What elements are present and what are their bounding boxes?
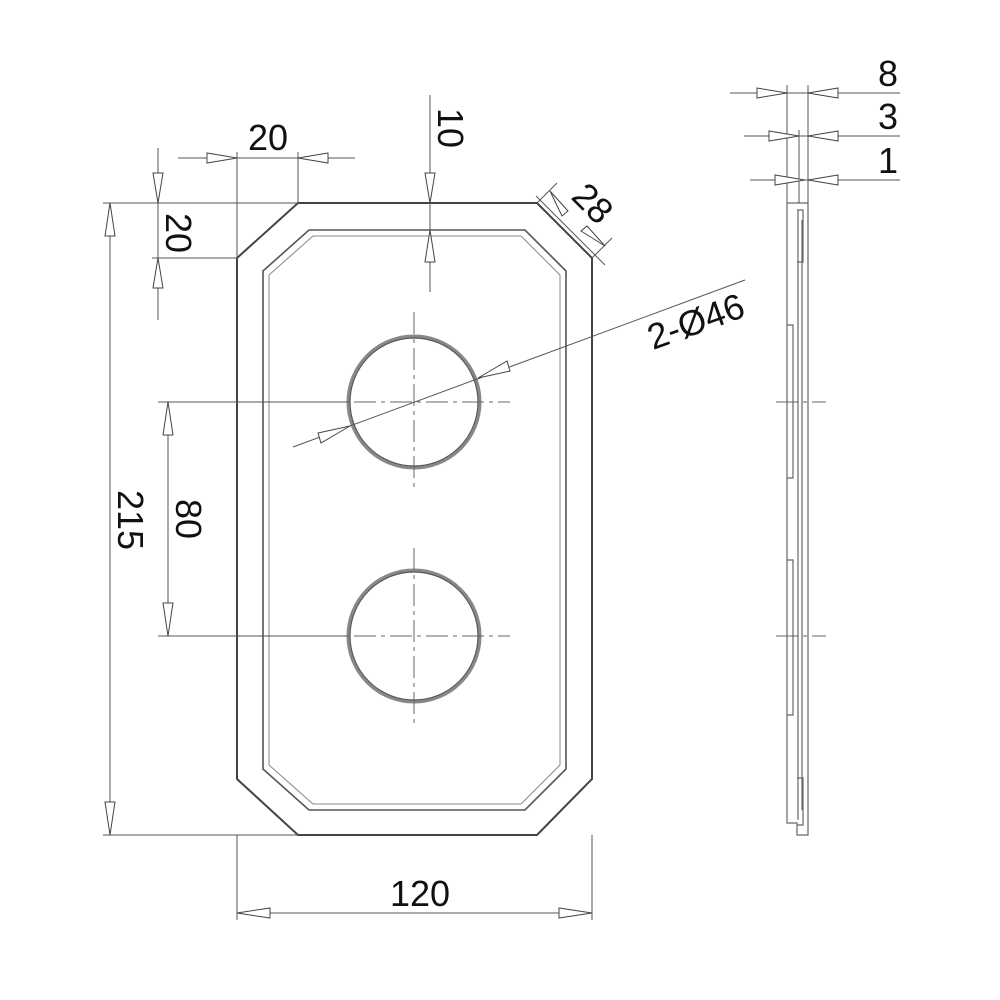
inner-panel-outline [262, 229, 567, 811]
side-lower-boss [787, 559, 794, 716]
chamfer-y-arrow-bottom [152, 257, 164, 289]
side-step-bottom [797, 777, 804, 826]
border-arrow-top [424, 172, 436, 204]
chamfer-length-label: 28 [564, 175, 621, 232]
side-mid-arrow-right [807, 130, 839, 142]
plate-outline [236, 202, 593, 836]
dimensions: 120 215 80 20 20 10 [103, 95, 750, 920]
spacing-label: 80 [168, 499, 209, 539]
chamfer-x-arrow-right [297, 152, 329, 164]
spacing-arrow-top [162, 401, 174, 436]
chamfer-x-arrow-left [206, 152, 238, 164]
chamfer-x-label: 20 [248, 117, 288, 158]
width-arrow-right [558, 907, 593, 919]
chamfer-length-arrow-2 [580, 225, 606, 247]
side-step-top [797, 209, 804, 263]
side-mid-label: 3 [878, 96, 898, 137]
border-arrow-bottom [424, 229, 436, 263]
diameter-arrow-right [477, 360, 511, 379]
side-total-arrow-left [756, 87, 788, 99]
chamfer-y-label: 20 [158, 213, 199, 253]
chamfer-y-arrow-top [152, 172, 164, 204]
side-total-label: 8 [878, 53, 898, 94]
diameter-leader-line [292, 279, 746, 448]
width-arrow-left [236, 907, 271, 919]
chamfer-length-dimension-line [535, 195, 606, 266]
height-arrow-bottom [104, 801, 116, 836]
spacing-arrow-bottom [162, 602, 174, 637]
side-view: 8 3 1 [730, 53, 900, 836]
inner-panel-edge [268, 235, 561, 805]
side-thin-label: 1 [878, 140, 898, 181]
height-arrow-top [104, 202, 116, 237]
side-thin-arrow-right [807, 174, 839, 186]
side-mid-arrow-left [768, 130, 800, 142]
side-total-arrow-right [807, 87, 839, 99]
width-label: 120 [390, 873, 450, 914]
side-thin-arrow-left [774, 174, 806, 186]
border-label: 10 [430, 108, 471, 148]
height-label: 215 [110, 490, 151, 550]
chamfer-length-arrow-1 [549, 190, 569, 217]
diameter-label: 2-Ø46 [642, 285, 750, 358]
front-view [236, 202, 593, 836]
diameter-arrow-left [317, 425, 351, 444]
